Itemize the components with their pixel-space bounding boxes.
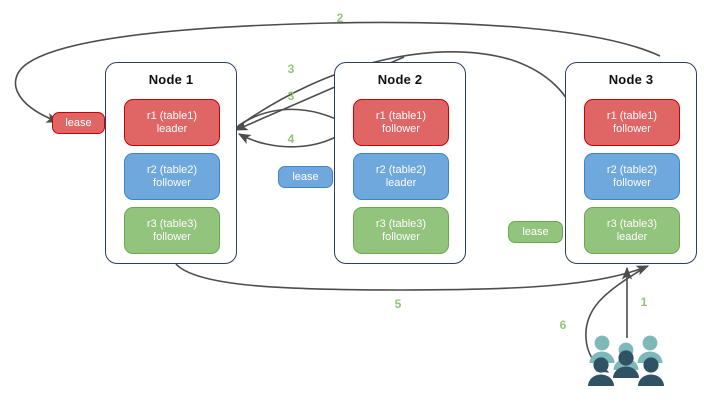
replica-role: leader	[385, 176, 417, 189]
replica-r1[interactable]: r1 (table1) leader	[124, 99, 220, 146]
arrow-step-2	[14, 21, 661, 123]
step-label-3-a: 3	[287, 62, 295, 76]
node-box-2[interactable]: Node 2 r1 (table1) follower r2 (table2) …	[334, 62, 466, 264]
replica-name: r2 (table2)	[375, 163, 427, 176]
step-label-4: 4	[287, 132, 295, 146]
replica-r3[interactable]: r3 (table3) leader	[584, 207, 680, 254]
replica-name: r1 (table1)	[375, 109, 427, 122]
replica-role: follower	[153, 176, 191, 189]
replica-role: leader	[156, 122, 188, 135]
replica-name: r3 (table3)	[606, 217, 658, 230]
replica-role: leader	[616, 230, 648, 243]
users-group-icon	[588, 335, 664, 386]
replica-role: follower	[382, 122, 420, 135]
replica-role: follower	[613, 122, 651, 135]
arrow-node1-to-node2	[237, 108, 350, 127]
lease-label: lease	[292, 171, 319, 183]
arrow-step-5	[175, 263, 650, 291]
node-title: Node 2	[377, 72, 423, 87]
node-box-3[interactable]: Node 3 r1 (table1) follower r2 (table2) …	[565, 62, 697, 264]
replica-role: follower	[382, 230, 420, 243]
replica-r2[interactable]: r2 (table2) follower	[584, 153, 680, 200]
step-label-1: 1	[640, 295, 648, 309]
replica-name: r1 (table1)	[606, 109, 658, 122]
replica-r1[interactable]: r1 (table1) follower	[584, 99, 680, 146]
step-label-3-b: 3	[287, 89, 295, 103]
replica-name: r3 (table3)	[146, 217, 198, 230]
replica-r3[interactable]: r3 (table3) follower	[353, 207, 449, 254]
lease-label: lease	[65, 117, 92, 129]
node-title: Node 1	[148, 72, 194, 87]
lease-chip-node3: lease	[508, 221, 563, 243]
replica-role: follower	[153, 230, 191, 243]
replica-r2[interactable]: r2 (table2) leader	[353, 153, 449, 200]
replica-role: follower	[613, 176, 651, 189]
step-label-2: 2	[336, 11, 344, 25]
replica-r1[interactable]: r1 (table1) follower	[353, 99, 449, 146]
replica-name: r3 (table3)	[375, 217, 427, 230]
arrow-step-3-to-node3	[235, 51, 579, 129]
node-box-1[interactable]: Node 1 r1 (table1) leader r2 (table2) fo…	[105, 62, 237, 264]
replica-name: r2 (table2)	[146, 163, 198, 176]
step-label-5: 5	[394, 297, 402, 311]
lease-chip-node1: lease	[52, 112, 105, 134]
replica-name: r2 (table2)	[606, 163, 658, 176]
replica-r3[interactable]: r3 (table3) follower	[124, 207, 220, 254]
replica-r2[interactable]: r2 (table2) follower	[124, 153, 220, 200]
lease-chip-node2: lease	[278, 166, 333, 188]
node-title: Node 3	[608, 72, 654, 87]
step-label-6: 6	[559, 318, 567, 332]
replica-name: r1 (table1)	[146, 109, 198, 122]
lease-label: lease	[522, 226, 549, 238]
